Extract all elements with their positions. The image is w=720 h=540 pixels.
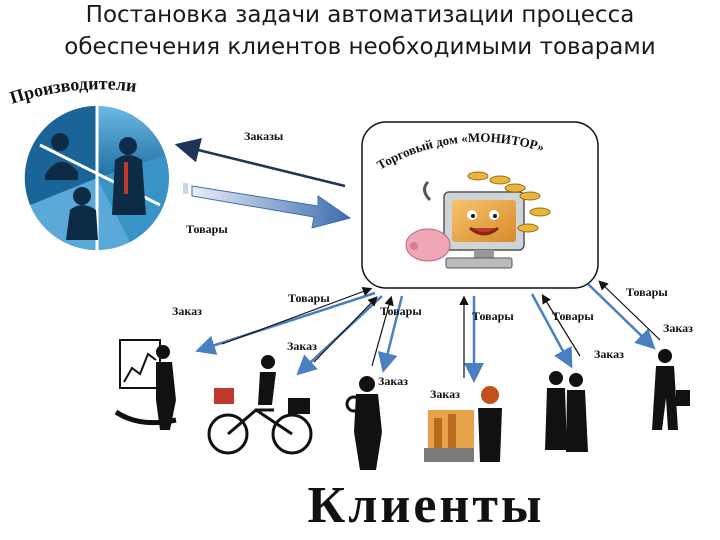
client-group-icon [545, 371, 588, 452]
title-line-2: обеспечения клиентов необходимыми товара… [64, 34, 656, 60]
flow-4-goods-label: Товары [472, 309, 514, 323]
goods-to-company-arrow [183, 183, 352, 229]
flow-1-order-label: Заказ [172, 304, 202, 318]
client-traveler-icon [652, 349, 690, 430]
title-line-1: Постановка задачи автоматизации процесса [85, 2, 635, 28]
flow-3-goods-label: Товары [380, 304, 422, 318]
client-woman-office-icon [424, 386, 502, 462]
client-businessman-icon [345, 376, 382, 470]
producers-group: Производители [7, 73, 169, 251]
producers-label: Производители [7, 73, 138, 107]
client-presenter-icon [114, 339, 177, 430]
flow-1-goods-label: Товары [288, 291, 330, 305]
client-flows [195, 280, 661, 383]
flow-4-order-label: Заказ [430, 387, 460, 401]
flow-2-order-label: Заказ [287, 339, 317, 353]
client-cyclist-icon [207, 355, 313, 455]
flow-5-goods-label: Товары [552, 309, 594, 323]
goods-label: Товары [186, 222, 228, 236]
orders-to-producers-arrow [174, 138, 346, 188]
producers-circle-icon [24, 105, 169, 251]
flow-6-order-label: Заказ [663, 321, 693, 335]
flow-6-goods-label: Товары [626, 285, 668, 299]
clients-label: Клиенты [307, 477, 544, 534]
orders-label: Заказы [244, 129, 284, 143]
company-box: Торговый дом «МОНИТОР» [361, 121, 599, 289]
flow-5-order-label: Заказ [594, 347, 624, 361]
computer-mascot-icon [405, 171, 551, 269]
flow-3-order-label: Заказ [378, 374, 408, 388]
